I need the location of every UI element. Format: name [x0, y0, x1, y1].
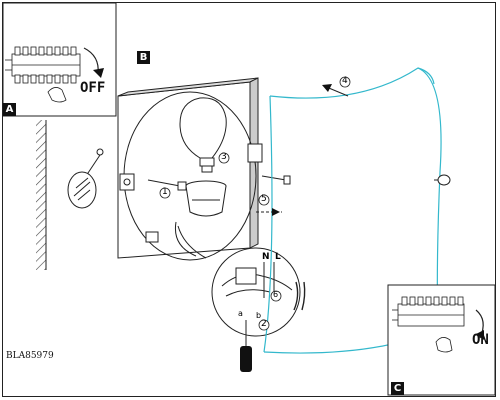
step-2-marker: 2	[261, 319, 267, 329]
screw-right	[261, 175, 291, 185]
step-3-marker: 3	[221, 152, 227, 162]
panel-c-label: C	[391, 382, 404, 395]
on-label: ON	[472, 332, 489, 348]
screw-label-a: a	[238, 309, 243, 318]
step-1-marker: 1	[162, 187, 168, 197]
screw-label-b: b	[256, 311, 262, 320]
arrow-step-4	[322, 84, 332, 92]
panel-a-inset	[2, 2, 117, 117]
step-6-marker: 6	[273, 290, 279, 299]
diagram-border	[2, 2, 496, 397]
terminal-block-a	[5, 46, 81, 84]
panel-c-inset	[387, 284, 496, 396]
hand-icon	[47, 87, 67, 103]
off-label: OFF	[80, 80, 106, 96]
lamp-socket	[185, 180, 227, 217]
step-4-marker: 4	[342, 76, 348, 86]
live-wire-label: L	[275, 252, 281, 262]
arrow-step-5	[272, 208, 280, 216]
terminal-block-c	[392, 296, 465, 327]
strain-relief	[145, 231, 159, 243]
screw-step-1	[147, 179, 187, 191]
panel-a-label: A	[3, 103, 16, 116]
step-5-marker: 5	[261, 194, 267, 204]
panel-b-label: B	[137, 51, 150, 64]
supply-cable	[174, 221, 207, 259]
wiring-detail	[211, 247, 306, 372]
shade-fixing-nut	[434, 174, 451, 186]
wall-hatching	[36, 120, 46, 270]
neutral-wire-label: N	[262, 252, 270, 262]
rotate-arrow-icon	[93, 68, 104, 78]
wall-anchor	[67, 148, 104, 209]
light-bulb	[179, 97, 227, 173]
article-code: BLA85979	[6, 351, 54, 361]
rotate-arrow-icon	[476, 330, 484, 340]
bracket-right	[247, 143, 263, 163]
bracket-left	[119, 173, 135, 191]
